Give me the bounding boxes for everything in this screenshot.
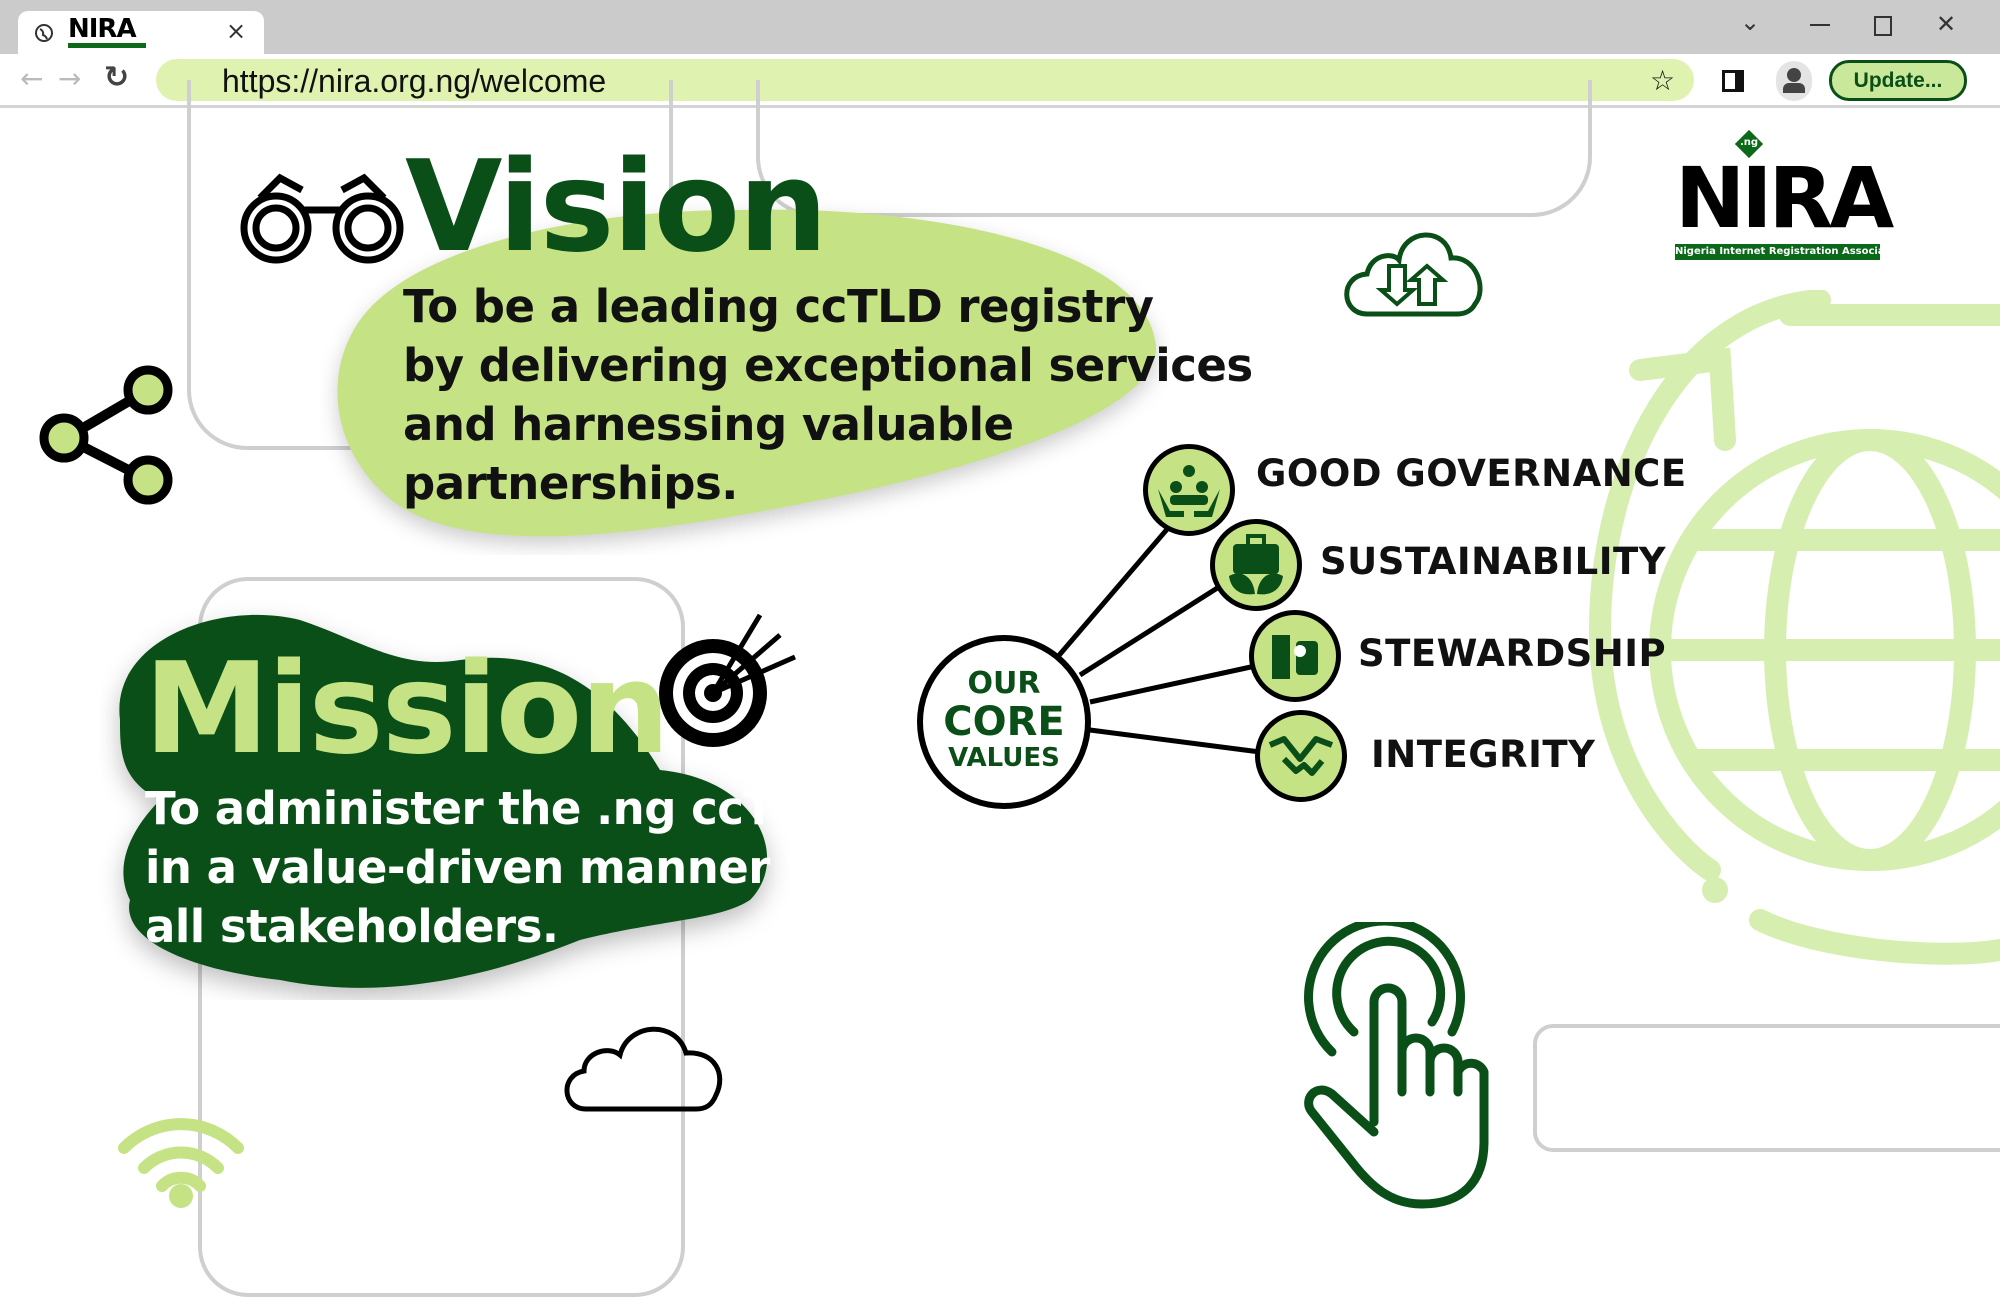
deco-box-topcenter bbox=[756, 80, 1592, 217]
reload-button[interactable]: ↻ bbox=[104, 60, 130, 95]
tab-logo-bar bbox=[68, 43, 146, 48]
globe-icon bbox=[35, 24, 53, 42]
url-text[interactable]: https://nira.org.ng/welcome bbox=[222, 63, 607, 99]
core-values-hub: OUR CORE VALUES bbox=[917, 635, 1091, 809]
avatar-head bbox=[1787, 68, 1801, 82]
mission-line: all stakeholders. bbox=[145, 900, 559, 953]
hub-line: CORE bbox=[943, 699, 1065, 745]
core-values-connectors bbox=[1053, 518, 1261, 755]
sustainability-icon bbox=[1210, 519, 1302, 611]
bookmark-star-icon[interactable]: ☆ bbox=[1650, 64, 1676, 97]
globe-icon bbox=[1588, 290, 2000, 965]
close-window-button[interactable]: ✕ bbox=[1936, 10, 1957, 38]
mission-blob bbox=[119, 614, 768, 988]
logo-tagline: Nigeria Internet Registration Associatio… bbox=[1675, 244, 1907, 260]
avatar-body bbox=[1783, 83, 1805, 93]
handshake-icon bbox=[1255, 710, 1347, 802]
chevron-down-icon[interactable]: ⌄ bbox=[1740, 8, 1761, 36]
core-value-label: GOOD GOVERNANCE bbox=[1256, 452, 1687, 495]
side-panel-icon[interactable] bbox=[1722, 70, 1744, 92]
mission-title: Mission bbox=[144, 635, 670, 782]
browser-tab[interactable]: NIRA × bbox=[18, 11, 264, 56]
share-icon bbox=[39, 365, 173, 505]
vision-title: Vision bbox=[405, 133, 828, 280]
wifi-icon bbox=[118, 1118, 244, 1208]
forward-button[interactable]: → bbox=[58, 62, 82, 95]
back-button[interactable]: ← bbox=[20, 62, 44, 95]
vision-line: by delivering exceptional services bbox=[403, 339, 1253, 392]
tab-logo: NIRA bbox=[68, 14, 137, 44]
hub-line: OUR bbox=[967, 666, 1041, 701]
profile-avatar[interactable] bbox=[1776, 61, 1812, 101]
vision-line: partnerships. bbox=[403, 457, 738, 510]
vision-line: and harnessing valuable bbox=[403, 398, 1014, 451]
core-value-label: SUSTAINABILITY bbox=[1320, 540, 1667, 583]
mission-line: To administer the .ng ccTLD bbox=[145, 782, 839, 835]
window-controls: ⌄ ✕ bbox=[1740, 8, 1990, 42]
hub-line: VALUES bbox=[948, 743, 1060, 773]
cloud-icon bbox=[564, 1026, 723, 1112]
vision-line: To be a leading ccTLD registry bbox=[403, 280, 1154, 333]
binoculars-icon bbox=[240, 173, 404, 264]
maximize-button[interactable] bbox=[1874, 16, 1892, 36]
nira-logo: .ng NIRA Nigeria Internet Registration A… bbox=[1675, 129, 1907, 262]
vision-blob bbox=[337, 209, 1157, 537]
stewardship-icon bbox=[1249, 610, 1341, 702]
mission-line: in a value-driven manner for bbox=[145, 841, 857, 894]
vision-text: To be a leading ccTLD registry by delive… bbox=[403, 277, 1253, 513]
tap-pointer-icon bbox=[1304, 922, 1489, 1209]
tab-close-button[interactable]: × bbox=[226, 17, 247, 45]
core-value-label: STEWARDSHIP bbox=[1358, 632, 1667, 675]
tab-bar bbox=[0, 0, 2000, 54]
address-bar[interactable] bbox=[156, 59, 1694, 101]
target-icon bbox=[659, 613, 797, 747]
minimize-button[interactable] bbox=[1810, 24, 1830, 26]
governance-icon bbox=[1143, 444, 1235, 536]
cloud-sync-icon bbox=[1344, 232, 1483, 317]
core-value-label: INTEGRITY bbox=[1371, 733, 1596, 776]
logo-tld: .ng bbox=[1739, 137, 1759, 148]
mission-text: To administer the .ng ccTLD in a value-d… bbox=[145, 779, 857, 956]
deco-box-bottomright bbox=[1533, 1024, 2000, 1152]
logo-text: NIRA bbox=[1675, 149, 1894, 247]
update-button[interactable]: Update... bbox=[1829, 60, 1967, 101]
